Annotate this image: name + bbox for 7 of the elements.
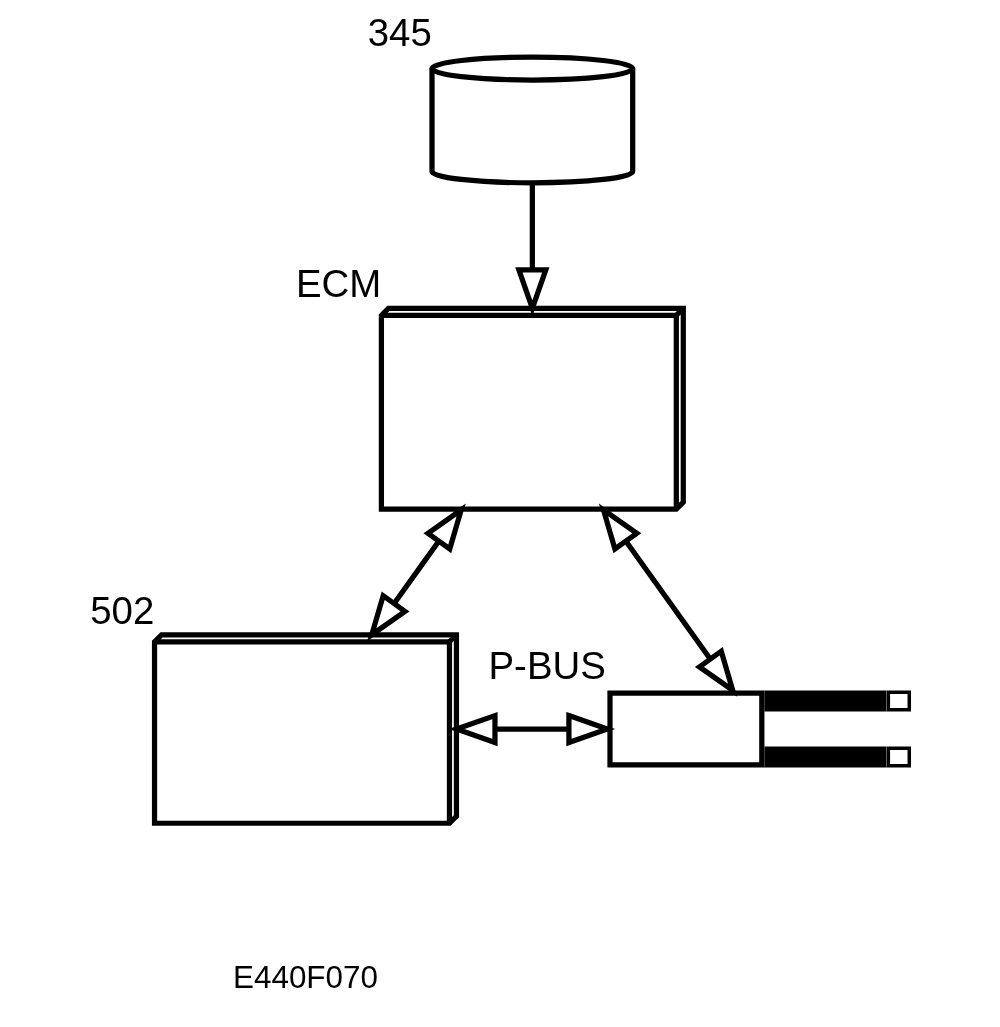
node-label: 345 (367, 11, 432, 54)
arrow (598, 503, 737, 697)
label: E440F070 (232, 959, 378, 995)
node-label: 502 (89, 588, 154, 632)
node-label: ECM (295, 262, 381, 306)
node-label: P-BUS (488, 644, 606, 688)
arrow (366, 503, 466, 642)
